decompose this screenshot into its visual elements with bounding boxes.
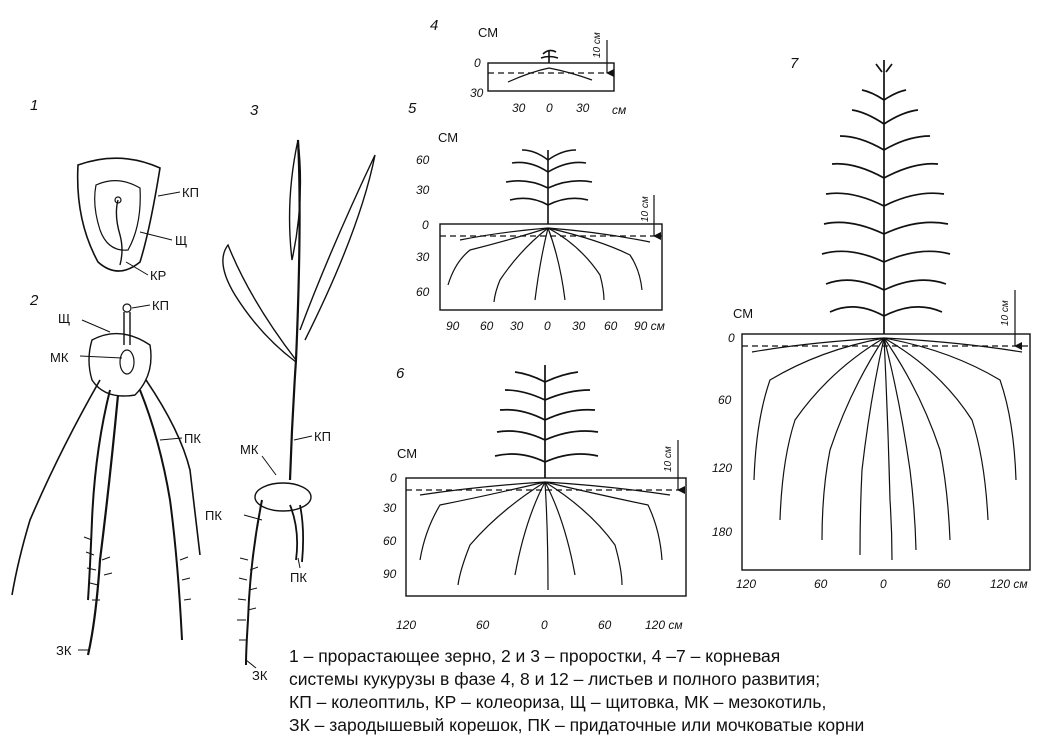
x-tick: 0 [544,319,551,333]
plant-shoot [495,365,598,478]
x-tick: 60 [476,618,490,632]
figure-3-seedling: 3 МК КП ПК ПК ЗК [205,102,375,683]
leaf-left [223,245,296,362]
label-kp: КП [182,185,199,200]
x-tick: 0 [546,101,553,115]
x-tick: 60 [604,319,618,333]
figure-number: 4 [430,17,438,34]
figure-number: 5 [408,100,417,117]
figure-4-root-system: 4 СМ 10 см 0 30 30 0 30 см [430,17,626,117]
grain-outline [78,158,160,271]
label-kp: КП [314,429,331,444]
caption-line: ЗК – зародышевый корешок, ПК – придаточн… [289,714,1041,737]
figure-1-germinating-grain: 1 КП Щ КР [30,97,199,283]
coleoptile [124,312,130,345]
label-kr: КР [150,268,166,283]
x-tick: 120 см [990,577,1028,591]
y-tick: 30 [383,501,397,515]
x-tick: 90 [446,319,460,333]
y-tick: 0 [422,218,429,232]
label-zk: ЗК [56,643,72,658]
y-tick: 120 [712,461,732,475]
y-tick: 0 [474,56,481,70]
x-tick: 0 [541,618,548,632]
y-tick: 0 [728,331,735,345]
y-tick: 60 [718,393,732,407]
x-tick: 120 см [645,618,683,632]
label-pk: ПК [184,431,201,446]
plant [541,50,558,63]
figure-number: 6 [396,365,405,382]
x-tick: 30 [576,101,590,115]
label-mk: МК [50,350,69,365]
plant-shoot [822,60,950,334]
soil-box [488,63,614,91]
root-right [140,390,182,640]
figure-number: 1 [30,97,38,114]
y-tick: 30 [416,183,430,197]
x-tick: 60 [814,577,828,591]
caption-line: 1 – прорастающее зерно, 2 и 3 – проростк… [289,645,1041,668]
root-mass [448,228,650,302]
y-tick: 0 [390,471,397,485]
figure-2-seedling: 2 Щ КП МК ПК ЗК [12,292,201,658]
caption-line: КП – колеоптиль, КР – колеориза, Щ – щит… [289,691,1041,714]
seminal-root [246,500,262,665]
x-tick: 0 [880,577,887,591]
plant-shoot [506,150,592,224]
unit-label: СМ [397,446,417,461]
label-pk-1: ПК [205,508,222,523]
label-pk-2: ПК [290,570,307,585]
embryo-outline [95,181,141,251]
x-tick: 30 [510,319,524,333]
depth-label: 10 см [663,446,674,472]
x-unit: см [612,103,626,117]
depth-label: 10 см [1000,300,1011,326]
label-zk: ЗК [252,668,268,683]
x-tick: 120 [736,577,756,591]
x-tick: 120 [396,618,416,632]
y-tick: 180 [712,525,732,539]
root-mass [752,338,1022,560]
y-tick: 60 [383,534,397,548]
figure-5-root-system: 5 СМ 10 см 60 30 0 30 60 90 60 30 [408,100,665,333]
label-shch: Щ [58,311,70,326]
root-mass [420,482,670,590]
depth-label: 10 см [640,196,651,222]
figure-7-root-system: 7 СМ [712,55,1030,591]
x-tick: 30 [512,101,526,115]
unit-label: СМ [733,306,753,321]
x-tick: 60 [480,319,494,333]
y-tick: 30 [470,86,484,100]
depth-label: 10 см [592,32,603,58]
figure-number: 7 [790,55,799,72]
y-tick: 90 [383,567,397,581]
label-shch: Щ [175,233,187,248]
unit-label: СМ [478,25,498,40]
y-tick: 60 [416,285,430,299]
figure-caption: 1 – прорастающее зерно, 2 и 3 – проростк… [289,645,1041,737]
figure-6-root-system: 6 СМ 10 см 0 30 60 90 120 60 [383,365,686,632]
x-tick: 60 [598,618,612,632]
unit-label: СМ [438,130,458,145]
embryo-axis [116,200,122,265]
x-tick: 90 см [634,319,665,333]
x-tick: 60 [937,577,951,591]
stem [290,140,300,480]
grain-remnant [255,483,311,511]
y-tick: 60 [416,153,430,167]
y-tick: 30 [416,250,430,264]
figure-number: 2 [29,292,39,309]
figure-number: 3 [250,102,259,119]
caption-line: системы кукурузы в фазе 4, 8 и 12 – лист… [289,668,1041,691]
x-tick: 30 [572,319,586,333]
label-kp: КП [152,298,169,313]
leaf-right [300,155,375,340]
label-mk: МК [240,442,259,457]
